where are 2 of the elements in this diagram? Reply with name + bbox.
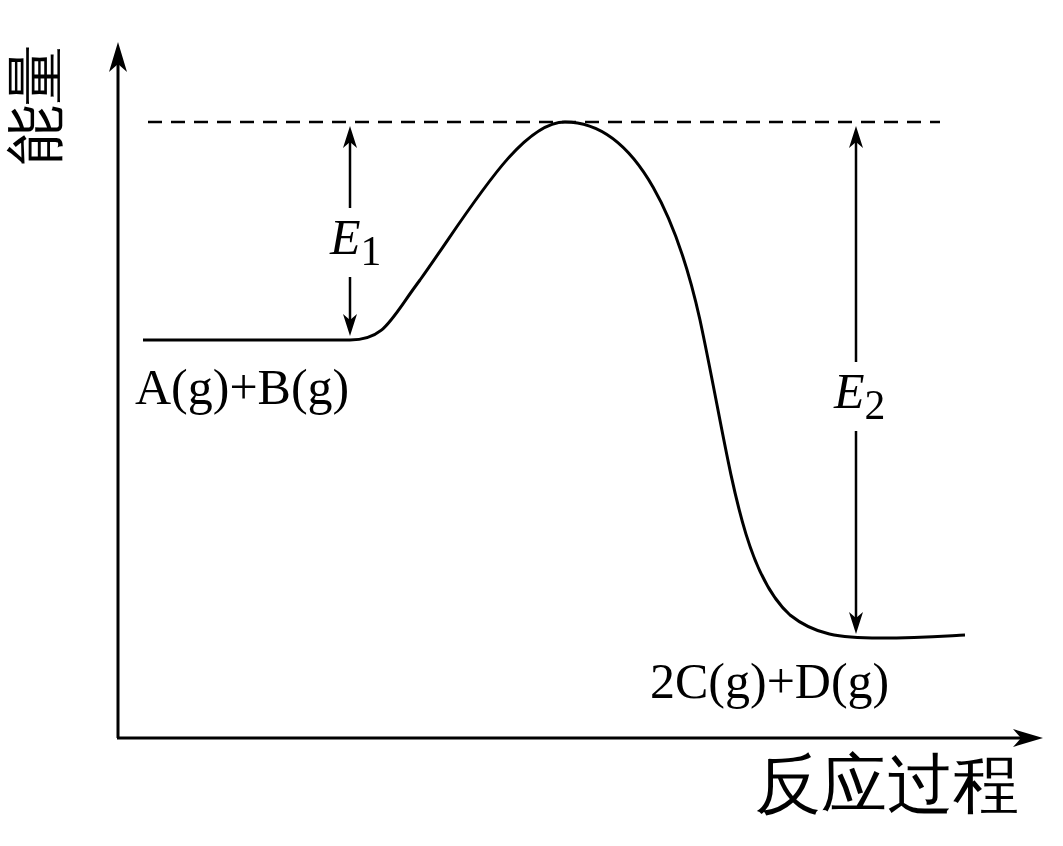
axis-label: 反应过程 <box>755 752 1019 818</box>
axis-label: 能量 <box>5 45 65 165</box>
